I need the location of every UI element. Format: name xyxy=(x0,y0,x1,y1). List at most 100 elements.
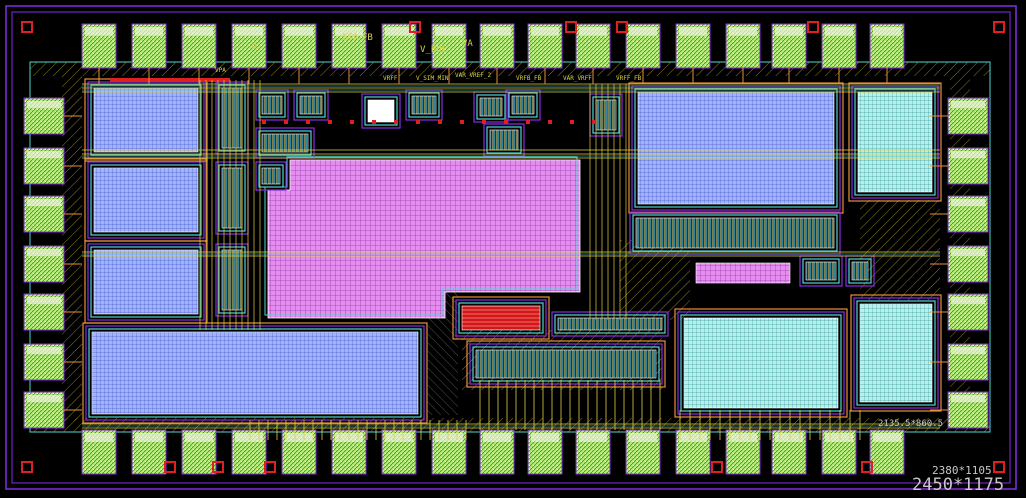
bottom-pad-4 xyxy=(281,429,317,475)
bottom-pad-0 xyxy=(81,429,117,475)
red-resistor-block-ring-1 xyxy=(458,302,544,334)
right-pad-5 xyxy=(947,343,989,381)
left-strip-1 xyxy=(215,81,249,155)
right-pad-1-cap xyxy=(951,151,985,159)
net-label-varvrff: VAR_VRFF xyxy=(563,75,592,82)
top-pad-0 xyxy=(81,23,117,69)
right-bottom-corner-array-array xyxy=(859,303,933,403)
small-device-5-ring-1 xyxy=(508,92,538,118)
left-array-2 xyxy=(84,158,208,242)
top-pad-11 xyxy=(625,23,661,69)
bottom-left-array-ring-2 xyxy=(85,325,425,421)
probe-square-8 xyxy=(264,461,276,473)
top-pad-10 xyxy=(575,23,611,69)
small-device-1 xyxy=(293,89,329,121)
left-array-3-array xyxy=(93,249,199,315)
top-pad-15 xyxy=(821,23,857,69)
right-pad-4-cap xyxy=(951,297,985,305)
small-device-6 xyxy=(589,93,623,137)
top-pad-16 xyxy=(869,23,905,69)
io-pad-ring xyxy=(21,21,1005,475)
right-bottom-corner-array-ring-1 xyxy=(856,300,936,406)
left-strip-3-ring-1 xyxy=(218,246,246,314)
bottom-driver-strip-ring-1 xyxy=(472,346,660,382)
small-device-0-array xyxy=(261,95,283,115)
center-driver-strip-ring-2 xyxy=(551,311,669,337)
net-label-vsimmin: V_SIM_MIN xyxy=(416,75,449,82)
probe-square-7 xyxy=(212,461,224,473)
top-pad-16-cap xyxy=(873,27,901,36)
left-array-2-array xyxy=(93,167,199,233)
net-label-vrfbfb: VRFB_FB xyxy=(516,75,542,82)
probe-square-12 xyxy=(993,461,1005,473)
top-pad-7-cap xyxy=(435,27,463,36)
top-pad-1-cap xyxy=(135,27,163,36)
small-device-11-ring-1 xyxy=(848,258,872,284)
left-array-1 xyxy=(84,78,208,162)
left-strip-3-array xyxy=(221,249,243,311)
small-device-0 xyxy=(255,89,289,121)
small-device-8-ring-1 xyxy=(258,130,312,156)
small-device-6-array xyxy=(595,99,617,131)
top-pad-3 xyxy=(231,23,267,69)
hatch-area-2 xyxy=(62,76,82,421)
inner-dimension-label: 2380*1105 xyxy=(932,464,992,477)
net-label-fb: FB xyxy=(362,33,373,43)
bottom-pad-9-cap xyxy=(531,433,559,442)
die-outline xyxy=(5,5,1017,490)
via-109 xyxy=(504,120,508,124)
via-111 xyxy=(548,120,552,124)
bottom-pad-1-cap xyxy=(135,433,163,442)
via-110 xyxy=(526,120,530,124)
left-strip-2-ring-1 xyxy=(218,164,246,232)
left-array-1-ring-1 xyxy=(90,84,202,156)
top-pad-7 xyxy=(431,23,467,69)
bottom-pad-14-cap xyxy=(775,433,803,442)
small-device-white-core xyxy=(374,106,386,118)
core-blocks xyxy=(82,78,942,424)
via-100 xyxy=(306,120,310,124)
outer-dimension-label: 2450*1175 xyxy=(912,475,1004,495)
center-driver-strip-array xyxy=(557,317,663,331)
net-label-varvref2: VAR_VREF_2 xyxy=(455,72,492,79)
left-array-2-ring-2 xyxy=(87,161,205,239)
right-pad-2 xyxy=(947,195,989,233)
top-pad-1 xyxy=(131,23,167,69)
net-label-vbue: V_BUE xyxy=(420,45,447,55)
bottom-pad-3 xyxy=(231,429,267,475)
right-pad-5-cap xyxy=(951,347,985,355)
capacitor-array xyxy=(267,159,581,319)
small-device-3-array xyxy=(411,95,437,115)
small-device-10 xyxy=(799,255,843,287)
right-corner-array-ring-1 xyxy=(854,88,936,196)
metal-wires xyxy=(64,68,948,440)
top-pad-9-cap xyxy=(531,27,559,36)
top-pad-6-cap xyxy=(385,27,413,36)
probe-square-11 xyxy=(21,461,33,473)
left-pad-0-cap xyxy=(27,101,61,109)
top-pad-8-cap xyxy=(483,27,511,36)
seal-ring xyxy=(11,11,1011,484)
top-pad-8 xyxy=(479,23,515,69)
net-label-vrff: VRFF xyxy=(383,75,398,82)
net-label-sta: STA xyxy=(342,33,359,43)
probe-square-5 xyxy=(993,21,1005,33)
top-pad-0-cap xyxy=(85,27,113,36)
left-pad-2 xyxy=(23,195,65,233)
net-labels: STA FB R VA V_BUE VRFF V_SIM_MIN VAR_VRE… xyxy=(215,33,642,82)
top-pad-14 xyxy=(771,23,807,69)
pink-bar xyxy=(695,262,791,284)
small-device-4 xyxy=(473,91,509,123)
small-device-7-ring-1 xyxy=(486,126,522,154)
left-pad-6-cap xyxy=(27,395,61,403)
right-corner-array xyxy=(848,82,942,202)
right-pad-6-cap xyxy=(951,395,985,403)
small-device-9-ring-2 xyxy=(255,161,287,191)
top-pad-2 xyxy=(181,23,217,69)
probe-square-3 xyxy=(616,21,628,33)
bottom-pad-11-cap xyxy=(629,433,657,442)
via-106 xyxy=(438,120,442,124)
left-pad-1-cap xyxy=(27,151,61,159)
